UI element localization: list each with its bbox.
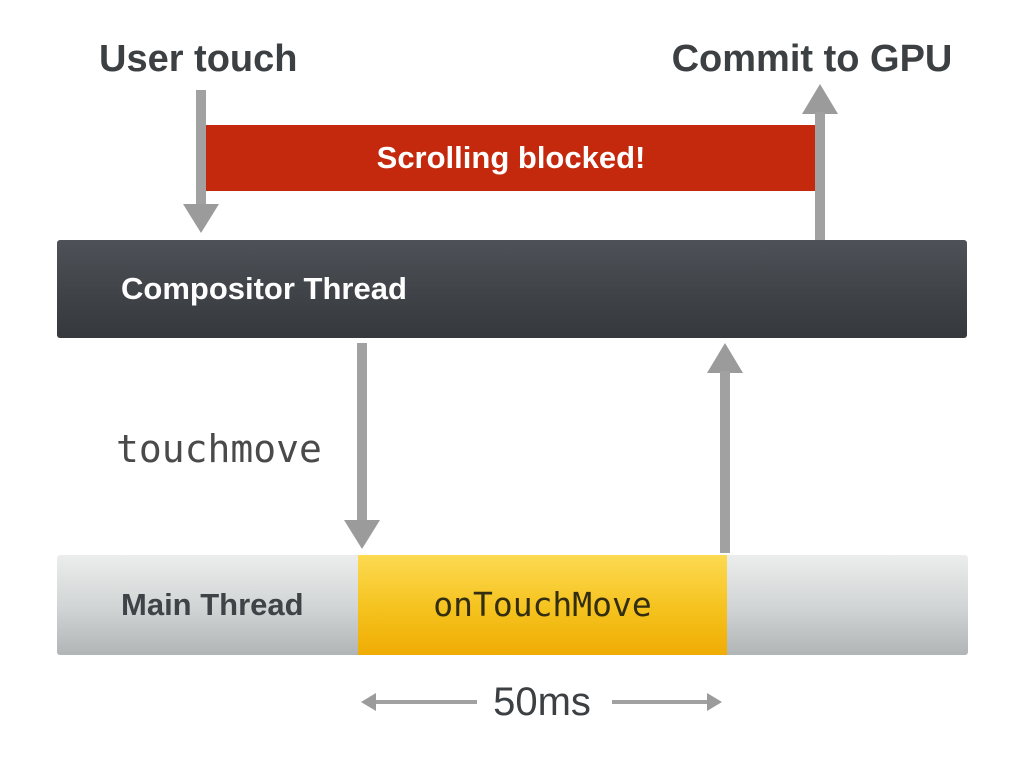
main-thread-label: Main Thread <box>121 587 304 622</box>
commit-to-gpu-label: Commit to GPU <box>671 38 953 80</box>
arrow-head <box>183 204 219 233</box>
duration-label: 50ms <box>493 680 591 724</box>
arrow-head <box>707 343 743 373</box>
arrow-shaft <box>375 700 477 704</box>
arrow-shaft <box>196 90 206 207</box>
scrolling-blocked-banner: Scrolling blocked! <box>204 125 818 191</box>
ontouchmove-segment: onTouchMove <box>358 555 727 655</box>
arrow-shaft <box>720 371 730 553</box>
arrow-head <box>707 693 722 711</box>
scrolling-blocked-text: Scrolling blocked! <box>376 140 646 175</box>
arrow-head <box>361 693 376 711</box>
arrow-shaft <box>357 343 367 522</box>
arrow-shaft <box>815 112 825 240</box>
arrow-head <box>802 84 838 114</box>
touchmove-event-label: touchmove <box>116 427 322 471</box>
user-touch-label: User touch <box>99 38 298 80</box>
compositor-thread-label: Compositor Thread <box>121 271 407 306</box>
arrow-head <box>344 520 380 549</box>
arrow-shaft <box>612 700 710 704</box>
ontouchmove-label: onTouchMove <box>433 585 652 624</box>
compositor-thread-bar: Compositor Thread <box>57 240 967 338</box>
